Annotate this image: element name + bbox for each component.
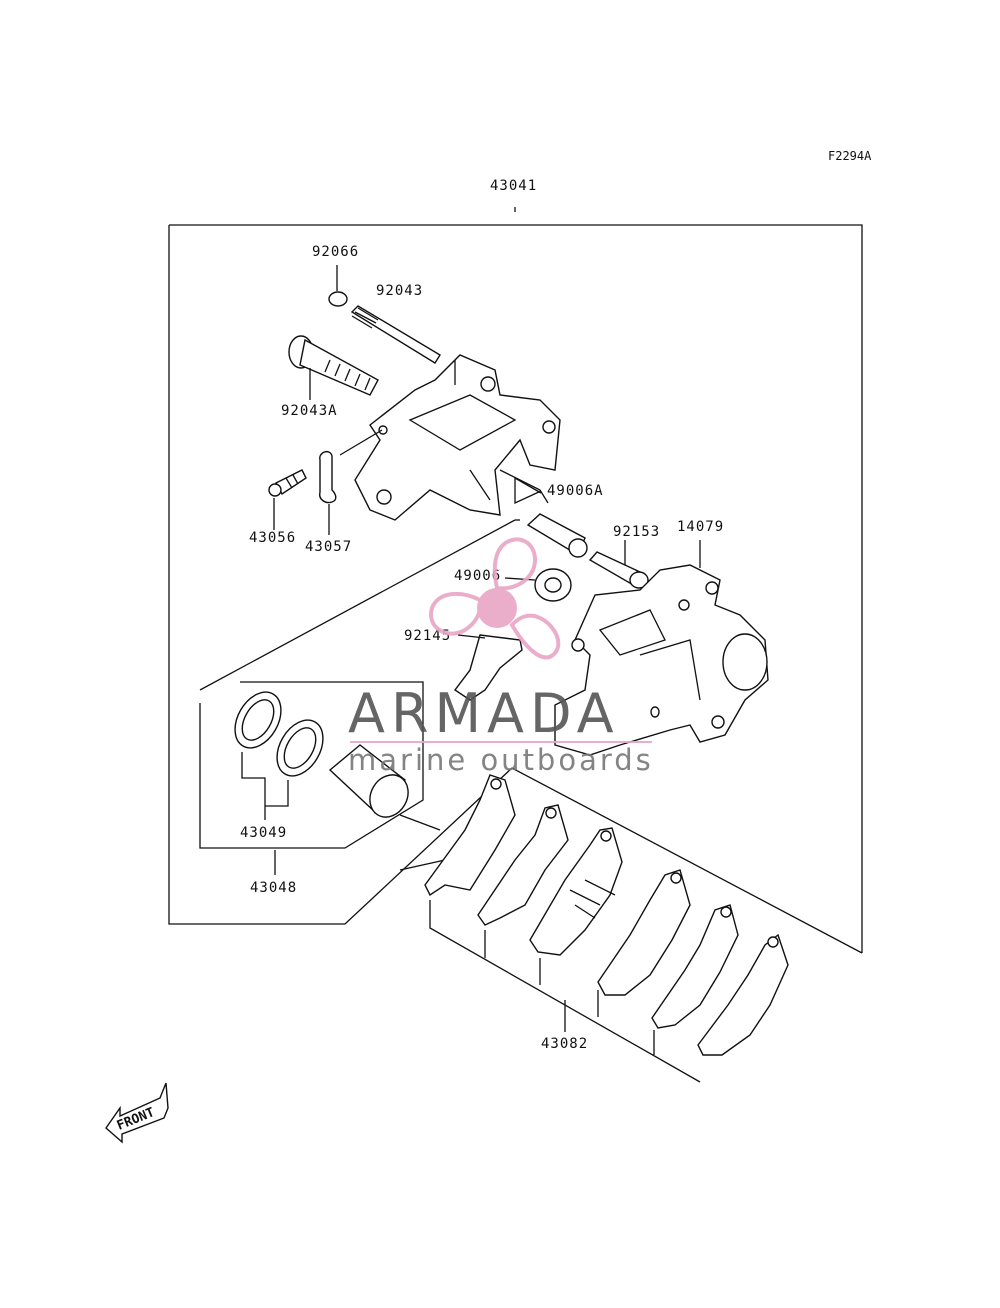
piston-seal-group bbox=[199, 681, 441, 875]
cap-92066 bbox=[328, 265, 348, 307]
propeller-blade-left bbox=[429, 591, 483, 636]
caliper-bracket-14079 bbox=[554, 540, 769, 756]
watermark-subtitle: marine outboards bbox=[348, 743, 654, 777]
boot-49006 bbox=[504, 568, 572, 602]
caliper-body bbox=[339, 354, 561, 521]
part-label-43048[interactable]: 43048 bbox=[250, 880, 297, 896]
assembly-frame bbox=[168, 207, 863, 954]
part-label-92066[interactable]: 92066 bbox=[312, 244, 359, 260]
front-arrow-icon: FRONT bbox=[105, 1082, 169, 1144]
part-label-43049[interactable]: 43049 bbox=[240, 825, 287, 841]
part-label-92153[interactable]: 92153 bbox=[613, 524, 660, 540]
part-label-92043A[interactable]: 92043A bbox=[281, 403, 338, 419]
propeller-blade-top bbox=[492, 537, 537, 591]
pad-spring-92145 bbox=[453, 634, 523, 701]
watermark-title: ARMADA bbox=[348, 682, 620, 745]
pin-92043 bbox=[350, 305, 441, 364]
part-label-14079[interactable]: 14079 bbox=[677, 519, 724, 535]
part-label-43082[interactable]: 43082 bbox=[541, 1036, 588, 1052]
bolt-92043A bbox=[288, 335, 379, 400]
part-label-92145[interactable]: 92145 bbox=[404, 628, 451, 644]
brake-pad-set-43082 bbox=[424, 774, 789, 1083]
cap-43057 bbox=[318, 450, 337, 535]
part-number-labels: 92066 92043 92043A 49006A 43056 43057 92… bbox=[240, 244, 724, 1052]
assembly-number-label: 43041 bbox=[490, 178, 537, 194]
bleeder-valve-43056 bbox=[268, 469, 307, 530]
propeller-hub bbox=[477, 588, 517, 628]
part-label-43057[interactable]: 43057 bbox=[305, 539, 352, 555]
watermark: ARMADA marine outboards bbox=[348, 537, 654, 777]
part-label-92043[interactable]: 92043 bbox=[376, 283, 423, 299]
bolt-92153 bbox=[588, 540, 649, 589]
callout-49006A bbox=[514, 476, 542, 505]
part-label-49006[interactable]: 49006 bbox=[454, 568, 501, 584]
propeller-blade-right bbox=[509, 613, 561, 660]
propeller-logo-icon bbox=[429, 537, 561, 660]
sleeve-upper bbox=[526, 513, 588, 558]
part-label-43056[interactable]: 43056 bbox=[249, 530, 296, 546]
part-label-49006A[interactable]: 49006A bbox=[547, 483, 604, 499]
figure-code: F2294A bbox=[828, 149, 872, 163]
